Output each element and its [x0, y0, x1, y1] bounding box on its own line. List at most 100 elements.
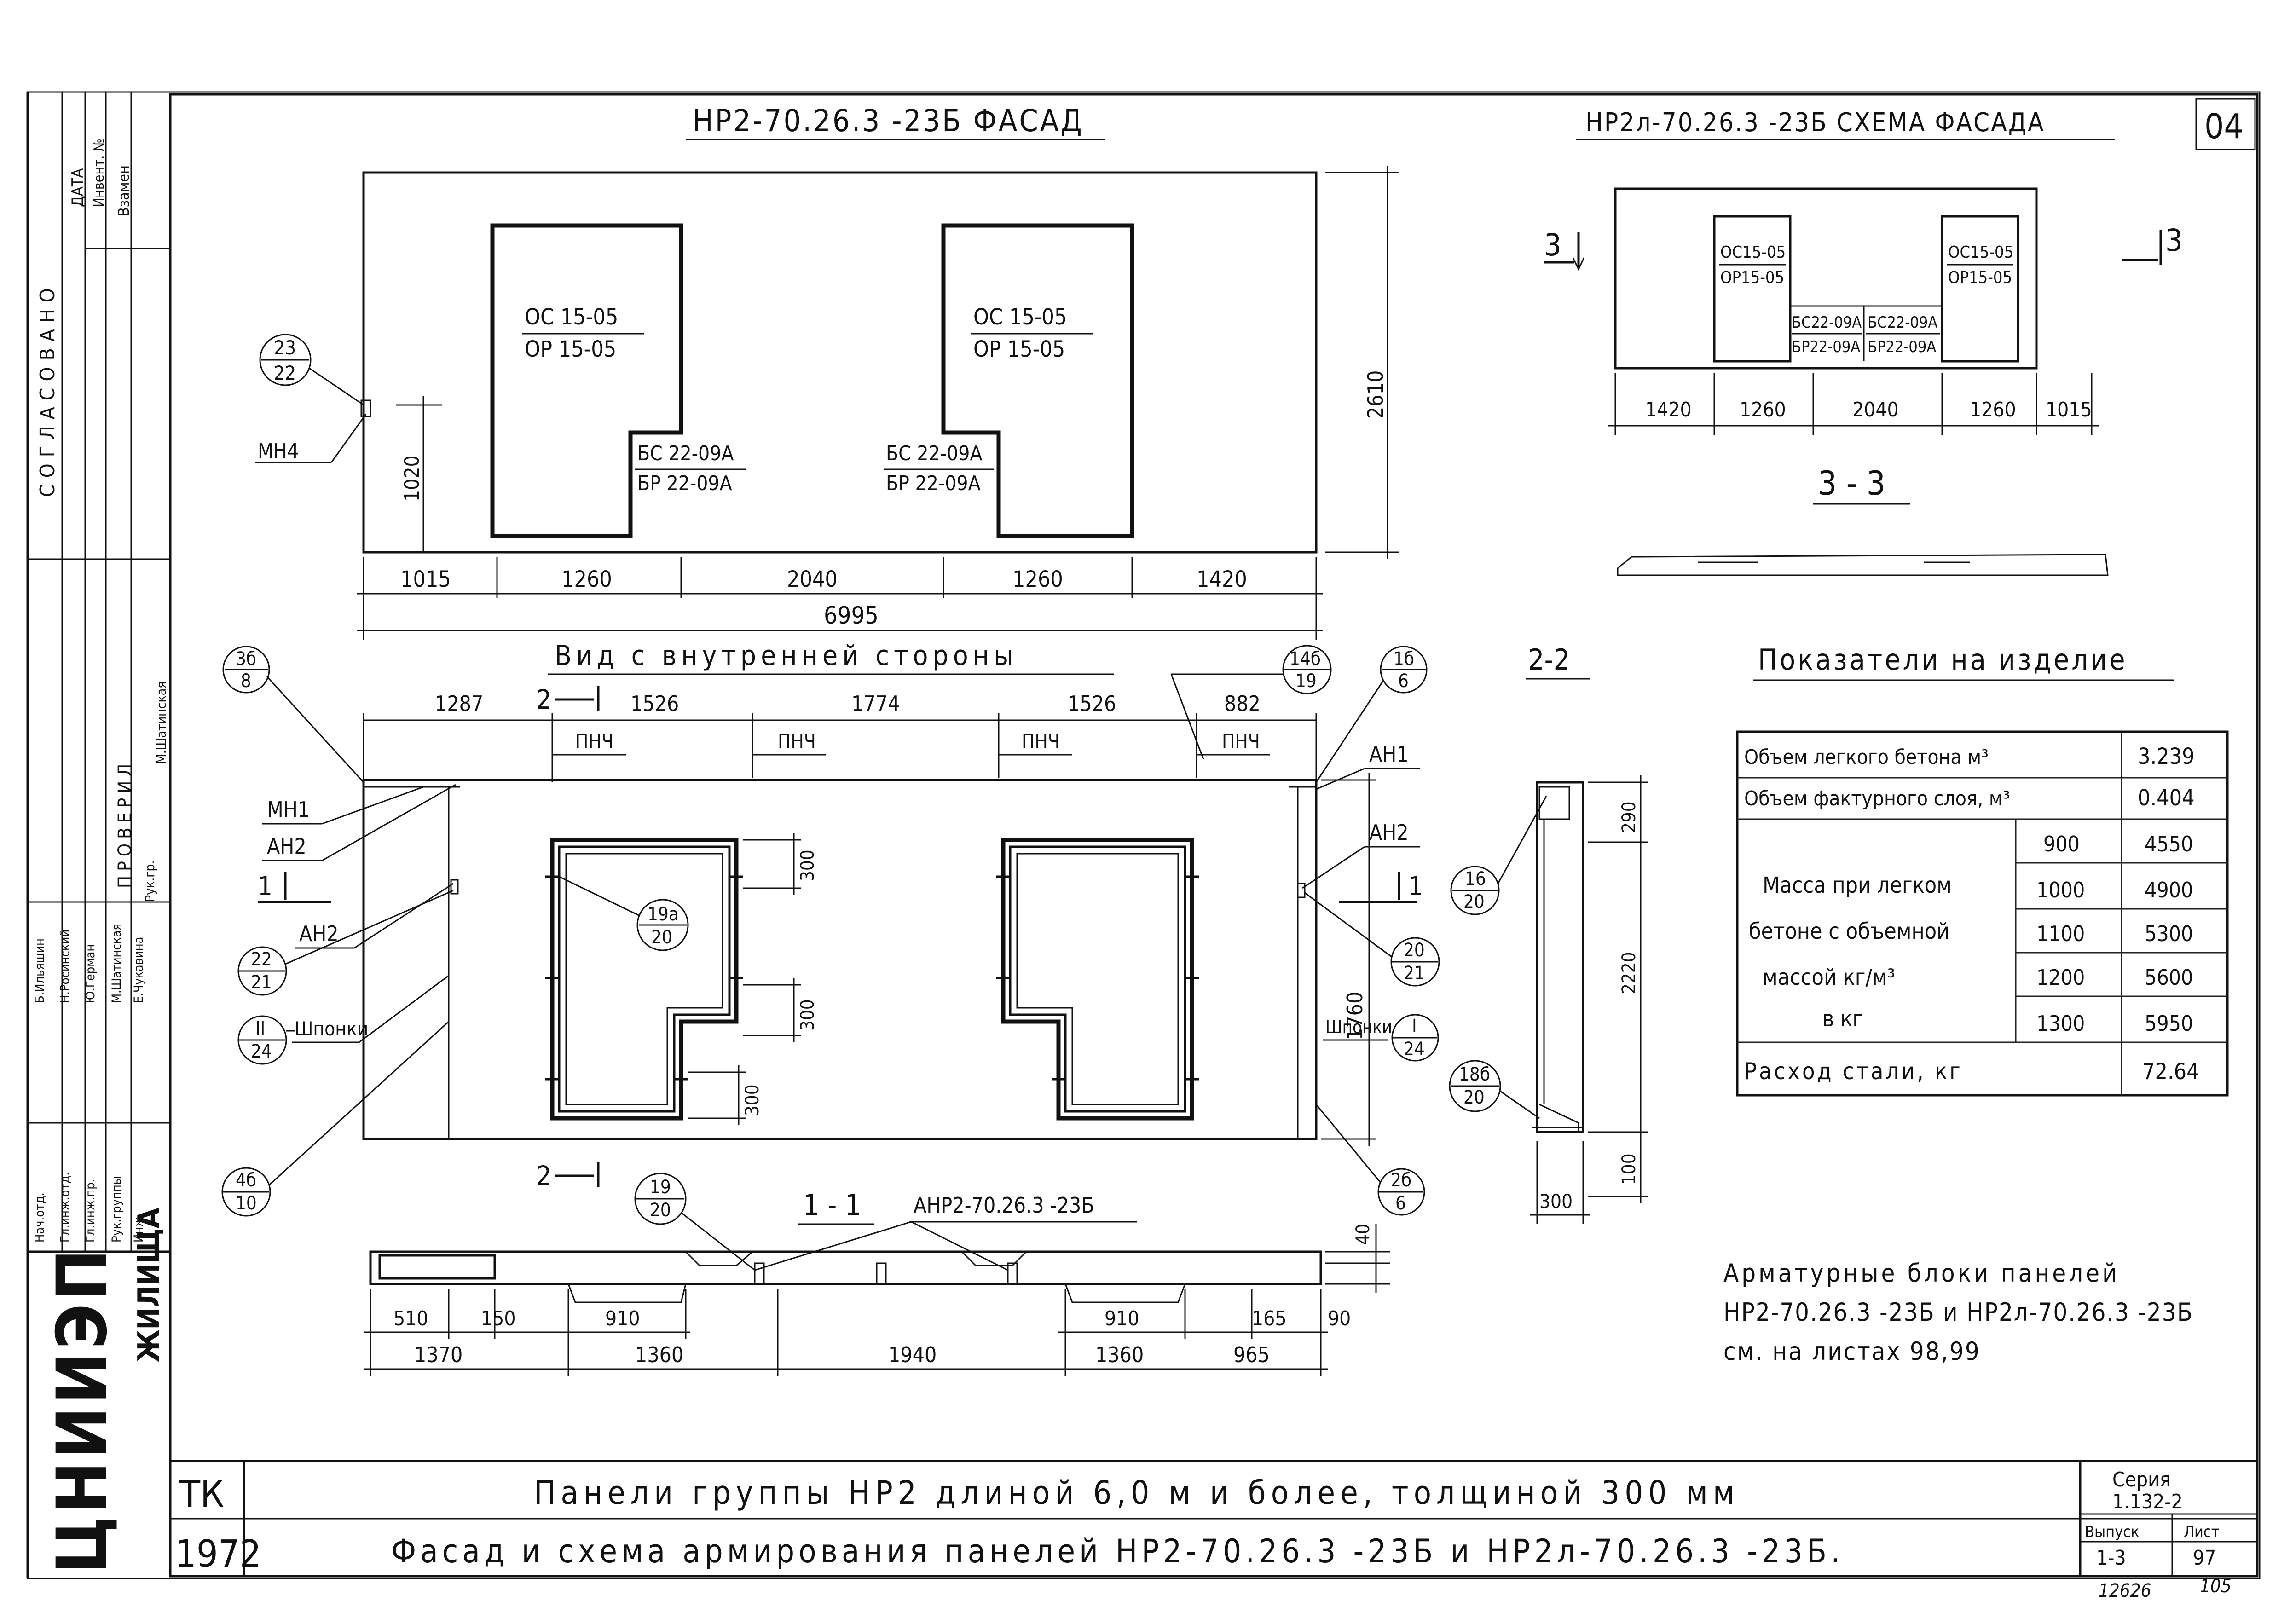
section-1-1-row2-4: 1360: [1095, 1342, 1144, 1367]
reinforcement-note: Арматурные блоки панелей НР2-70.26.3 -23…: [1723, 1259, 2193, 1366]
callout-19-top: 19: [650, 1177, 671, 1198]
facade-door-1-top: БС 22-09А: [637, 442, 734, 465]
callout-I-bottom: 24: [1404, 1039, 1425, 1060]
title-line-1: Панели группы НР2 длиной 6,0 м и более, …: [534, 1474, 1740, 1512]
scheme-dim-5: 1015: [2046, 398, 2092, 422]
facade-dim-1: 1015: [400, 566, 451, 592]
agreed-label: СОГЛАСОВАНО: [36, 282, 59, 497]
callout-1b-bottom: 6: [1398, 670, 1409, 692]
facade-title: НР2-70.26.3 -23Б ФАСАД: [693, 103, 1084, 139]
callout-19a-bottom: 20: [651, 927, 672, 948]
sheet-number: 04: [2204, 107, 2244, 146]
section-1-1-row2-2: 1360: [635, 1342, 683, 1367]
callout-20-bottom: 21: [1404, 963, 1425, 984]
facade-dim-4: 1260: [1012, 566, 1063, 592]
density-900: 900: [2043, 832, 2080, 856]
an2-label-right: АН2: [1369, 820, 1409, 845]
name-2: Н.Росинский: [58, 930, 72, 1003]
inner-top-dim-1: 1287: [435, 691, 483, 716]
title-line-2: Фасад и схема армирования панелей НР2-70…: [391, 1532, 1844, 1570]
callout-22-bottom: 21: [251, 972, 272, 993]
section-2-2-dim-2220: 2220: [1619, 952, 1640, 994]
density-1200: 1200: [2036, 965, 2085, 990]
section-2-2-dim-100: 100: [1619, 1153, 1640, 1185]
name-3: Ю.Герман: [83, 944, 98, 1003]
section-1-1-row1-5: 165: [1252, 1307, 1287, 1330]
scheme-door-2-bottom: БР22-09А: [1868, 338, 1936, 356]
an1-label: АН1: [1369, 742, 1409, 767]
section-2-2-callout-b-top: 18б: [1459, 1064, 1490, 1085]
checked-label: ПРОВЕРИЛ: [115, 759, 136, 888]
facade-view: НР2-70.26.3 -23Б ФАСАД ОС 15-05 ОР 15-05…: [255, 103, 1399, 640]
facade-dim-5: 1420: [1197, 566, 1247, 592]
indicators-title: Показатели на изделие: [1758, 643, 2128, 676]
facade-total: 6995: [824, 602, 879, 630]
facade-scheme: НР2л-70.26.3 -23Б СХЕМА ФАСАДА ОС15-05 О…: [1544, 108, 2183, 576]
callout-II-top: II: [255, 1018, 265, 1039]
scheme-window-2-top: ОС15-05: [1948, 243, 2013, 262]
series-value: 1.132-2: [2112, 1490, 2183, 1514]
name-4: М.Шатинская: [110, 924, 124, 1003]
shponki-left-label: Шпонки: [295, 1017, 368, 1040]
facade-window-2-top: ОС 15-05: [973, 304, 1067, 330]
facade-door-1-bottom: БР 22-09А: [637, 472, 732, 495]
facade-door-2-bottom: БР 22-09А: [886, 472, 981, 495]
note-line-2: НР2-70.26.3 -23Б и НР2л-70.26.3 -23Б: [1723, 1298, 2193, 1327]
steel-consumption-label: Расход стали, кг: [1744, 1058, 1963, 1085]
density-1100: 1100: [2036, 921, 2085, 946]
scheme-dim-1: 1420: [1645, 398, 1692, 422]
section-2-mark-top: 2: [536, 684, 551, 715]
facade-window-1-bottom: ОР 15-05: [525, 336, 616, 362]
inner-top-dim-5: 882: [1224, 691, 1261, 716]
section-2-2-title: 2-2: [1528, 643, 1570, 676]
role-5: Инж.: [132, 1213, 146, 1243]
scheme-section-mark-right: 3: [2165, 223, 2183, 258]
mass-1300: 5950: [2145, 1011, 2193, 1036]
role-2: Гл.инж.отд.: [58, 1172, 72, 1243]
bottom-number-2: 105: [2200, 1576, 2232, 1597]
indicators-section: Показатели на изделие Объем легкого бето…: [1736, 643, 2229, 1097]
inner-title: Вид с внутренней стороны: [555, 640, 1018, 672]
sheet-value: 97: [2193, 1546, 2216, 1570]
mass-label-1: Масса при легком: [1763, 873, 1952, 898]
tk-code: ТК: [179, 1473, 224, 1516]
section-1-1-dim-90: 90: [1328, 1307, 1351, 1330]
sheet-label: Лист: [2184, 1523, 2220, 1541]
scheme-dim-4: 1260: [1970, 398, 2016, 422]
facade-window-1-top: ОС 15-05: [525, 304, 618, 330]
mass-label-3: массой кг/м³: [1763, 965, 1895, 990]
callout-2b-top: 2б: [1391, 1170, 1411, 1191]
section-1-mark-right: 1: [1408, 872, 1423, 902]
section-2-mark-bottom: 2: [536, 1160, 551, 1191]
callout-19a-top: 19а: [648, 904, 679, 925]
name-1: Б.Ильяшин: [33, 938, 47, 1003]
indicators-table: Объем легкого бетона м³ 3.239 Объем факт…: [1736, 730, 2229, 1097]
inner-top-dim-4: 1526: [1068, 691, 1116, 716]
section-2-2-dim-290: 290: [1619, 801, 1640, 833]
scheme-door-1-bottom: БР22-09А: [1792, 338, 1860, 356]
callout-4b-top: 4б: [236, 1170, 256, 1191]
an2-label-top: АН2: [267, 834, 306, 859]
anchor-ticks: [545, 875, 1199, 1081]
mass-900: 4550: [2145, 832, 2193, 856]
section-1-1-row1-3: 910: [605, 1307, 640, 1330]
series-label: Серия: [2112, 1468, 2171, 1491]
scheme-section-mark-left: 3: [1544, 227, 1561, 263]
scheme-window-1-top: ОС15-05: [1720, 243, 1786, 262]
inner-top-dim-2: 1526: [630, 691, 679, 716]
issue-label: Выпуск: [2085, 1523, 2140, 1541]
callout-22-top: 22: [251, 949, 272, 970]
scheme-door-2-top: БС22-09А: [1868, 313, 1937, 332]
section-1-1-row2-5: 965: [1233, 1342, 1270, 1367]
role-3: Гл.инж.пр.: [83, 1179, 98, 1243]
callout-3b-bottom: 8: [241, 670, 251, 692]
volume-light-concrete-label: Объем легкого бетона м³: [1744, 746, 1989, 769]
inner-dim-300b: 300: [797, 999, 818, 1031]
ruk-name: М.Шатинская: [154, 682, 169, 764]
name-5: Е.Чукавина: [132, 936, 146, 1003]
note-line-3: см. на листах 98,99: [1723, 1337, 1981, 1366]
section-3-title: 3 - 3: [1818, 464, 1885, 503]
role-1: Нач.отд.: [33, 1192, 47, 1243]
scheme-door-1-top: БС22-09А: [1792, 313, 1862, 332]
